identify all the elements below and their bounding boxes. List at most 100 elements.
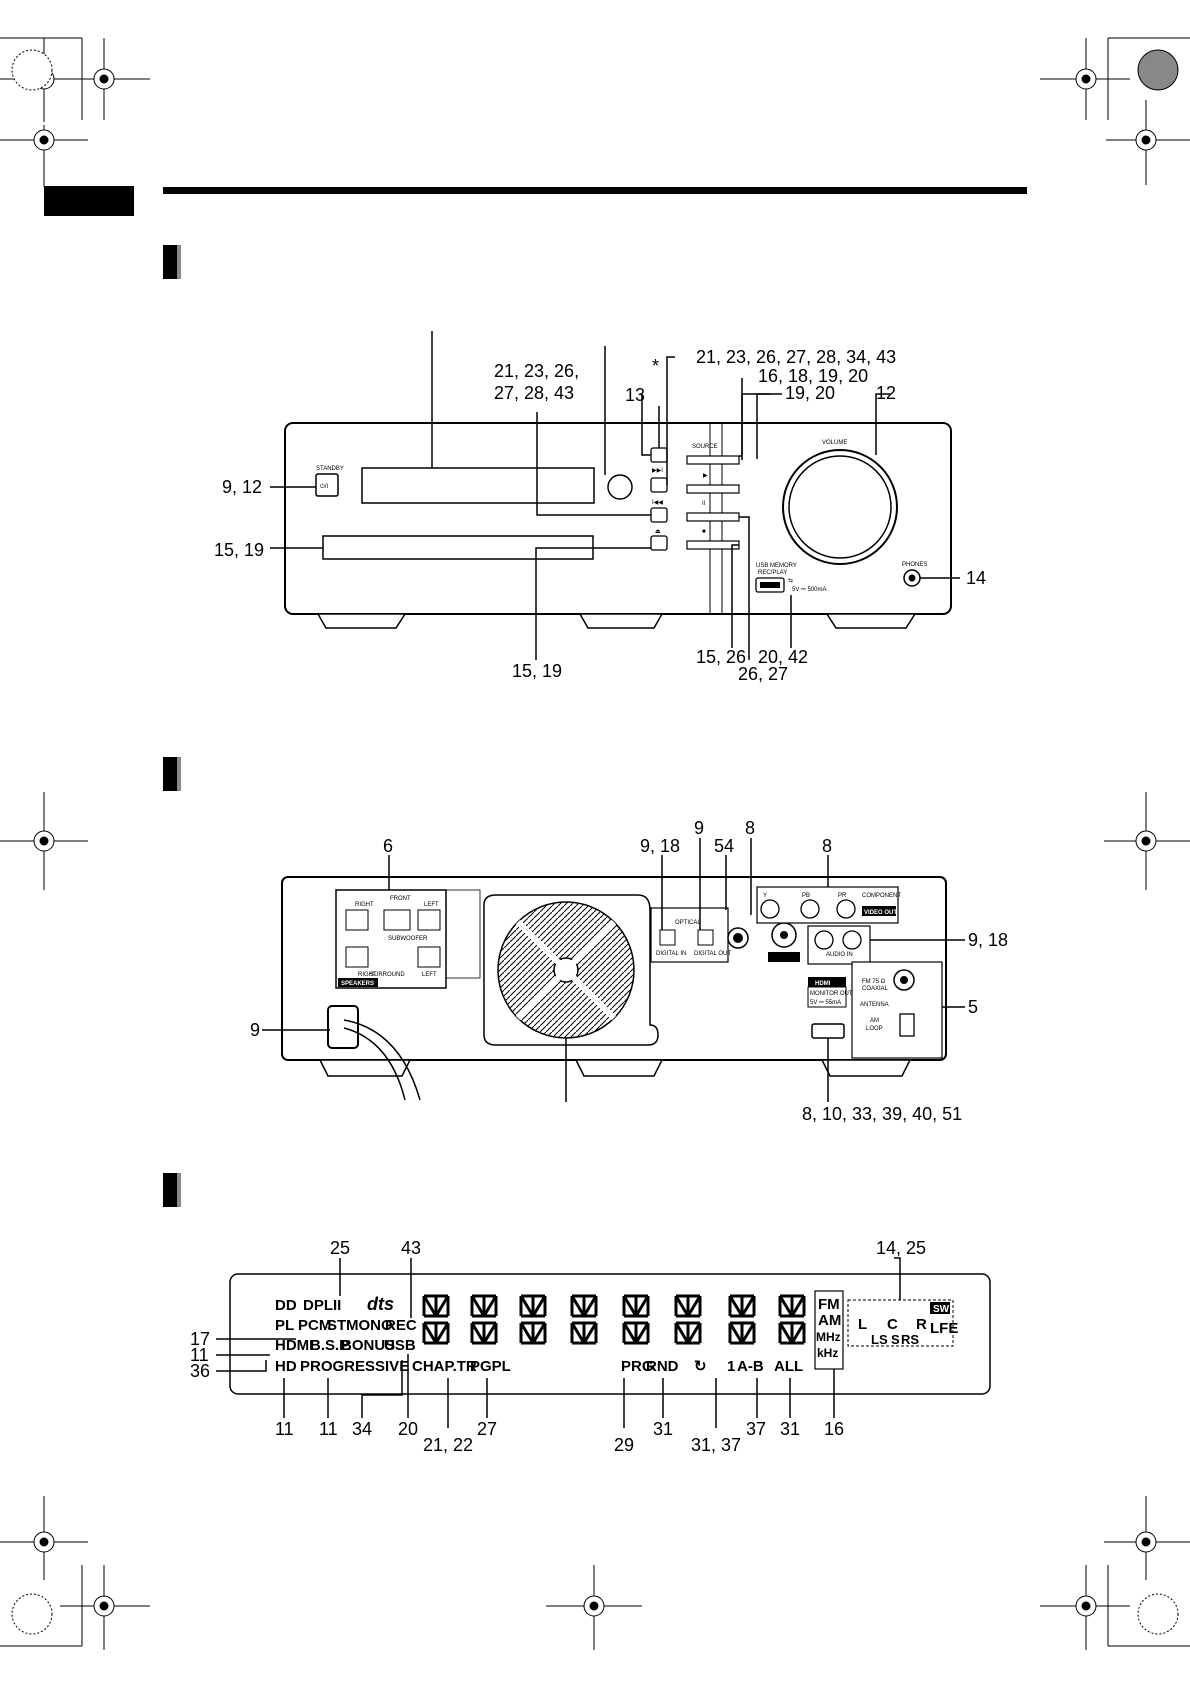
st-indicator: ST [327, 1317, 346, 1334]
component-video-block [756, 886, 899, 924]
usb-indicator: USB [384, 1337, 416, 1354]
volume-knob[interactable] [782, 449, 898, 565]
video-out-label: VIDEO OUT [864, 910, 897, 916]
loop-label: LOOP [866, 1026, 883, 1032]
callout-usb-ind: 20 [398, 1419, 418, 1439]
callout-open-close: 15, 19 [512, 661, 562, 681]
front-left-terminal[interactable] [417, 909, 441, 931]
am-label: AM [870, 1018, 879, 1024]
hdmi-spec-label: 5V ⎓ 55mA [810, 1000, 841, 1006]
prev-button[interactable] [650, 507, 668, 523]
prg-indicator: PRG [621, 1358, 654, 1375]
play-icon: ▶ [703, 473, 708, 479]
segment-digits [422, 1294, 806, 1345]
am-loop-terminal[interactable] [899, 1013, 915, 1037]
open-close-button[interactable] [650, 535, 668, 551]
next-button[interactable] [650, 477, 668, 493]
digital-in-label: DIGITAL IN [656, 951, 686, 957]
dolby-d-indicator: DD [275, 1297, 297, 1314]
callout-stop: 15, 26 [696, 647, 746, 667]
digital-in-port[interactable] [659, 929, 676, 946]
page-tab-marker [44, 186, 134, 216]
hdmi-info [807, 986, 847, 1008]
callout-phones: 14 [966, 568, 986, 588]
source-button[interactable] [686, 455, 740, 465]
surround-right-terminal[interactable] [345, 946, 369, 968]
callout-dolby: 25 [330, 1238, 350, 1258]
digital-out-port[interactable] [697, 929, 714, 946]
callout-hdmi: 8, 10, 33, 39, 40, 51 [802, 1104, 962, 1124]
callout-star: * [652, 356, 659, 376]
callout-speakers: 6 [383, 836, 393, 856]
segment-digit [728, 1294, 756, 1345]
front-right-terminal[interactable] [345, 909, 369, 931]
callout-pgpl: 27 [477, 1419, 497, 1439]
display-diagram: DD DPLII dts PL PCM ST MONO REC HDMI B.S… [190, 1238, 991, 1455]
mhz-indicator: MHz [816, 1330, 841, 1344]
hdmi-label: HDMI [815, 981, 831, 987]
surround-left-label: LEFT [422, 972, 437, 978]
l-indicator: L [858, 1316, 867, 1333]
front-foot-center [578, 613, 664, 629]
fm-label: FM 75 Ω [862, 979, 886, 985]
mono-indicator: MONO [346, 1317, 393, 1334]
source-small-button[interactable] [650, 447, 668, 463]
segment-digit [570, 1294, 598, 1345]
band-box [814, 1290, 844, 1370]
callout-hd: 11 [275, 1419, 294, 1439]
component-y-jack[interactable] [760, 899, 780, 919]
y-label: Y [763, 893, 767, 899]
front-label: FRONT [390, 896, 411, 902]
repeat-icon: ↻ [694, 1358, 707, 1375]
callout-all: 31 [780, 1419, 800, 1439]
display-leader-lines [216, 1257, 901, 1428]
audio-in-label: AUDIO IN [826, 952, 853, 958]
header-rule [163, 187, 1027, 194]
standby-button[interactable] [315, 473, 339, 497]
component-pr-jack[interactable] [836, 899, 856, 919]
power-cord-inlet [327, 1005, 359, 1049]
rear-leader-lines [262, 838, 965, 1102]
component-label: COMPONENT [862, 893, 901, 899]
a-b-indicator: A-B [737, 1358, 764, 1375]
section-marker-front [163, 245, 177, 279]
hdmi-indicator: HDMI [275, 1337, 313, 1354]
remote-sensor [607, 474, 633, 500]
callout-ab: 37 [746, 1419, 766, 1439]
standby-icon: ⏻/I [320, 483, 328, 490]
play-button[interactable] [686, 484, 740, 494]
hd-indicator: HD [275, 1358, 297, 1375]
callout-rec: 43 [401, 1238, 421, 1258]
callout-play: 19, 20 [785, 383, 835, 403]
callout-source-small: 13 [625, 385, 645, 405]
front-panel-diagram: STANDBY ⏻/I ▶▶I I◀◀ ⏏ SOURCE ▶ II ■ USB … [214, 331, 986, 684]
front-leader-lines [270, 331, 960, 660]
callout-usb: 20, 42 [758, 647, 808, 667]
segment-digit [622, 1294, 650, 1345]
dts-indicator: dts [367, 1294, 394, 1314]
c-indicator: C [887, 1316, 898, 1333]
callout-bsp: 36 [190, 1361, 210, 1381]
surround-left-terminal[interactable] [417, 946, 441, 968]
callout-optical-out: 9 [694, 818, 704, 838]
hdmi-port[interactable] [811, 1023, 845, 1039]
fm-indicator: FM [818, 1296, 840, 1313]
callout-power-cord: 9 [250, 1020, 260, 1040]
callout-optical-in: 9, 18 [640, 836, 680, 856]
bonus-indicator: BONUS [341, 1337, 395, 1354]
audio-in-right-jack[interactable] [814, 930, 834, 950]
stop-button[interactable] [686, 540, 740, 550]
section-marker-display [163, 1173, 177, 1207]
audio-in-left-jack[interactable] [842, 930, 862, 950]
monitor-out-label: MONITOR OUT [810, 991, 853, 997]
callout-hdmi-ind: 11 [190, 1345, 209, 1365]
segment-digit [470, 1294, 498, 1345]
front-display-window [361, 467, 595, 504]
component-pb-jack[interactable] [800, 899, 820, 919]
subwoofer-terminal[interactable] [383, 909, 411, 931]
front-foot-right [825, 613, 917, 629]
chap-tr-indicator: CHAP.TR [412, 1358, 477, 1375]
phones-label: PHONES [902, 562, 927, 568]
pause-button[interactable] [686, 512, 740, 522]
